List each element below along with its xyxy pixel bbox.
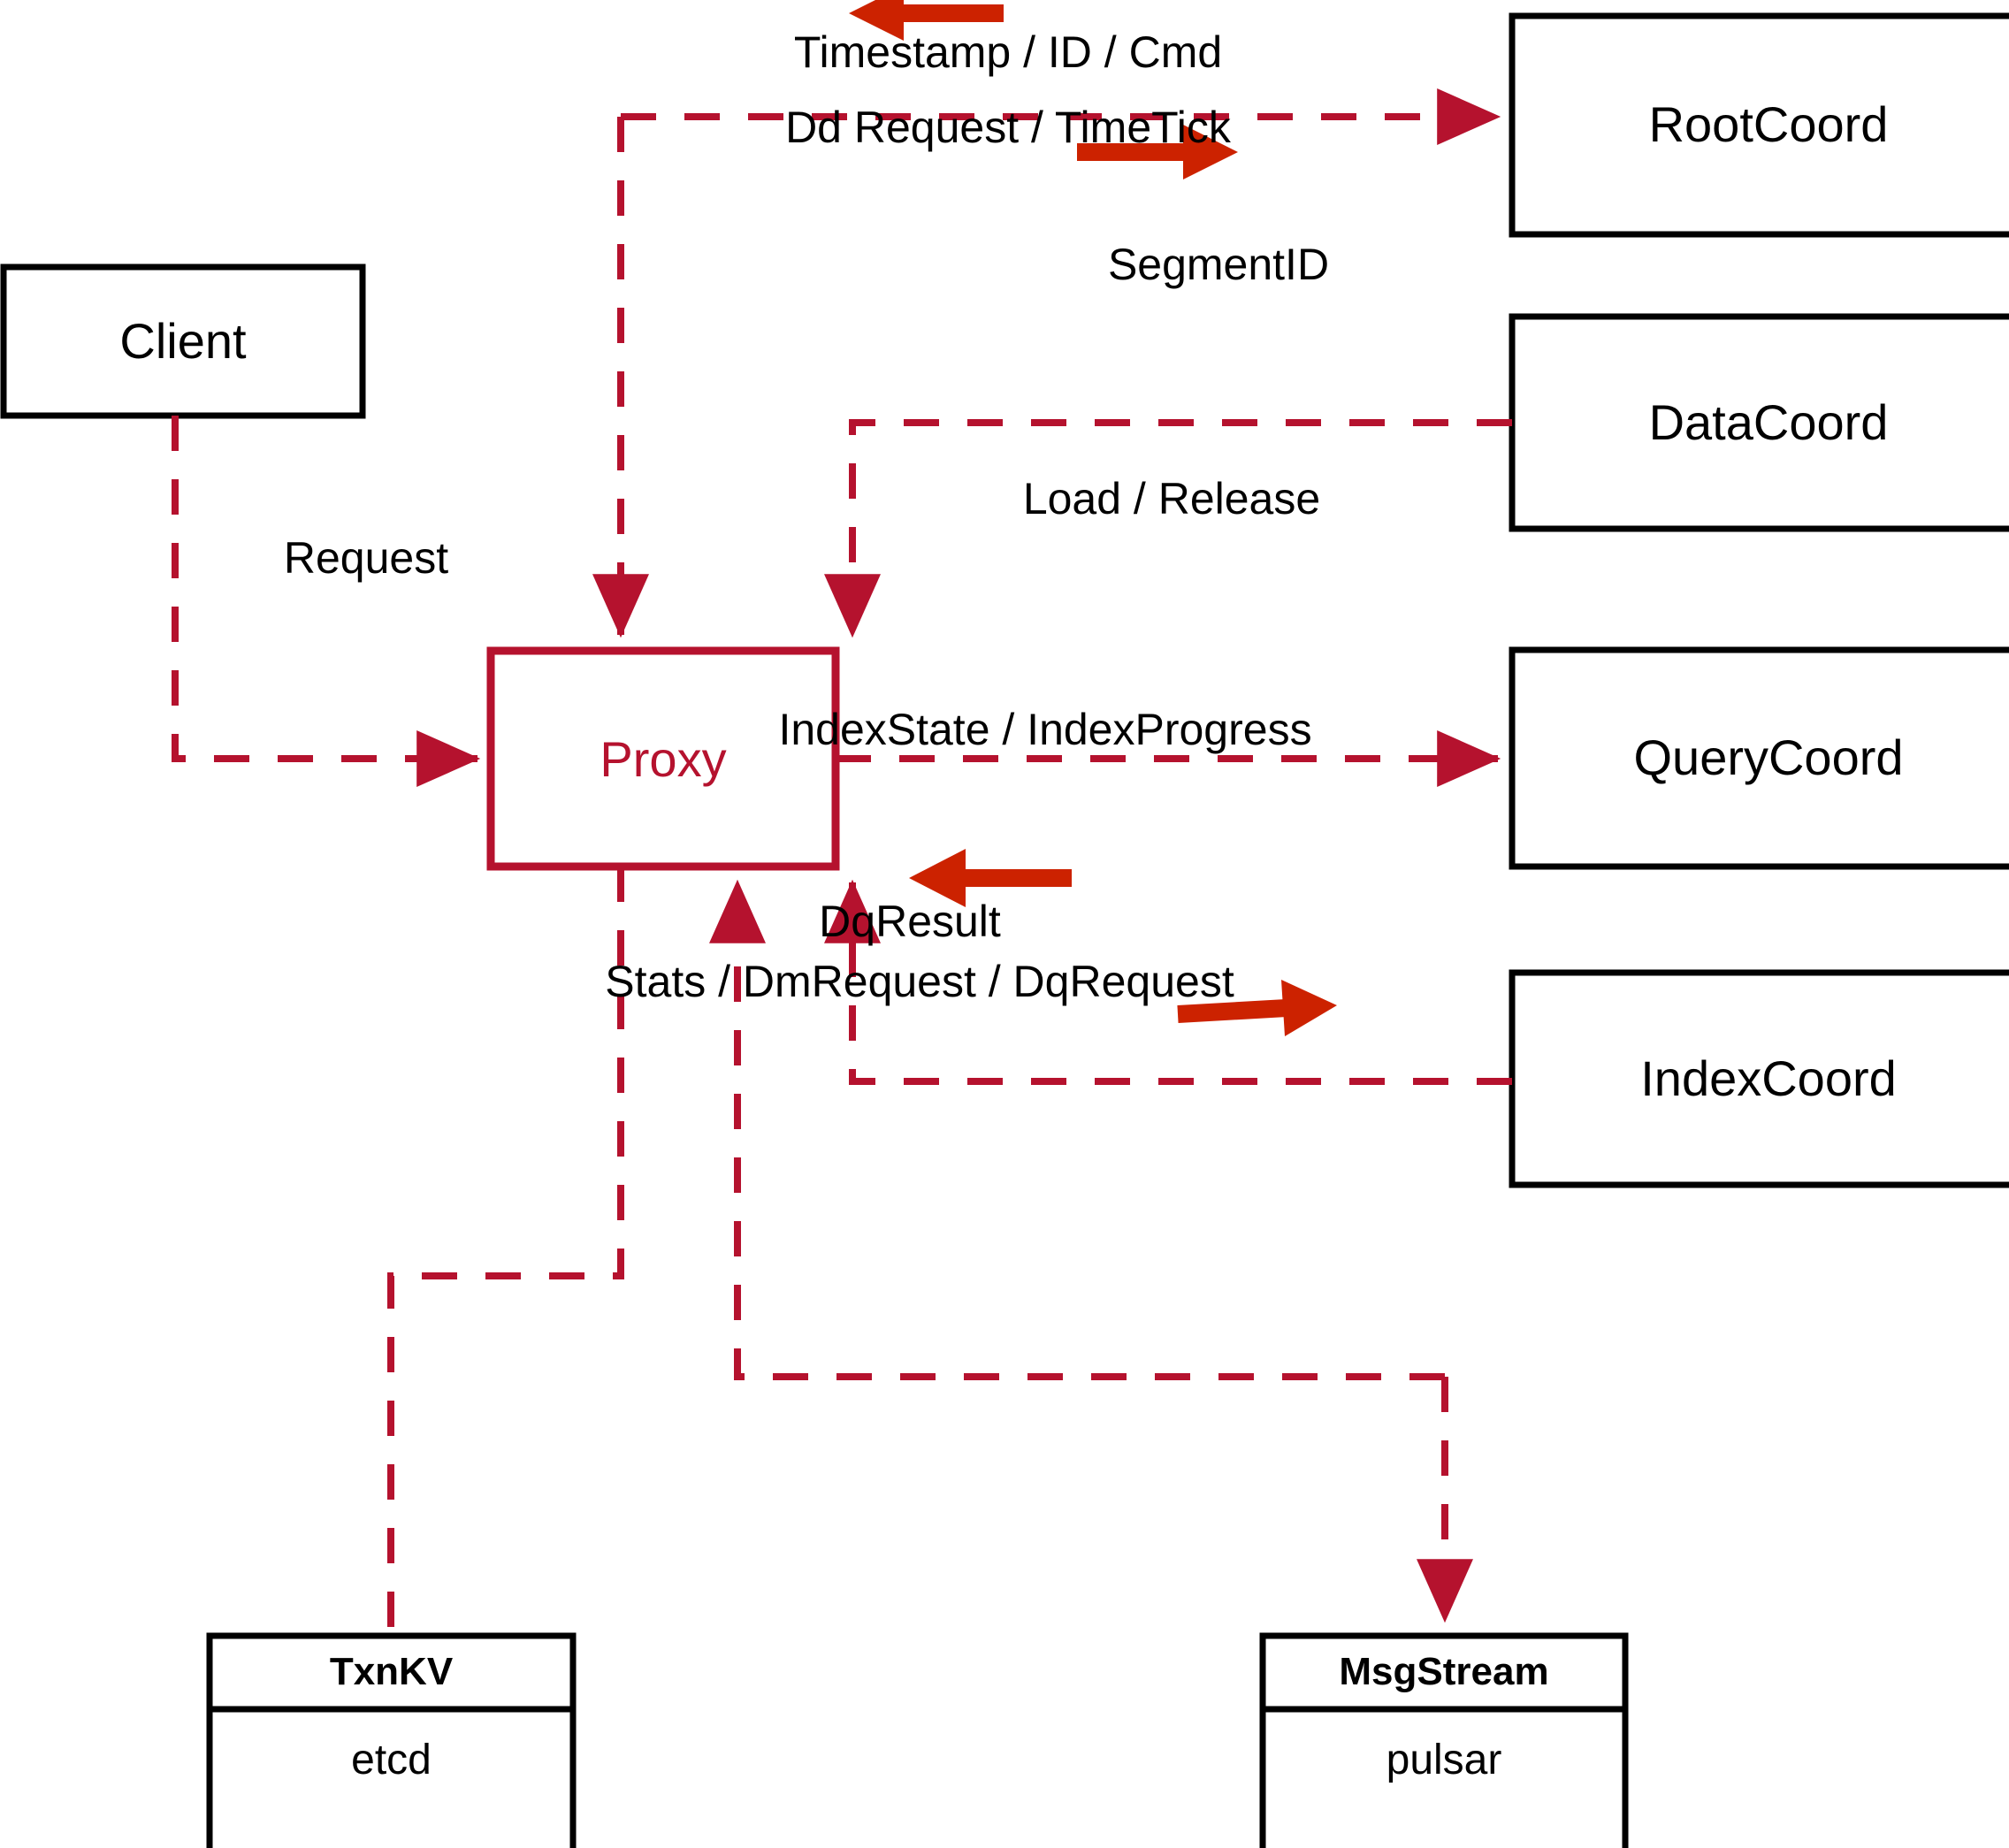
edge-label-load-release: Load / Release [1022,474,1321,523]
thick-arrow-timetick-right [1077,125,1238,179]
node-label-rootcoord: RootCoord [1648,96,1889,152]
edge-indexcoord-to-proxy [824,879,1512,1085]
thick-arrow-dqrequest-right [1177,980,1337,1036]
edge-label-request: Request [283,533,449,583]
edge-proxy-to-txnkv [387,867,624,1636]
node-label-client: Client [119,313,247,369]
node-box-client[interactable] [0,263,366,419]
node-label-proxy: Proxy [600,731,727,787]
node-label-indexcoord: IndexCoord [1640,1050,1897,1106]
edge-label-indexstate: IndexState / IndexProgress [778,705,1312,754]
node-title-msgstream: MsgStream [1339,1650,1549,1693]
node-box-rootcoord[interactable] [1509,12,2009,238]
node-label-datacoord: DataCoord [1648,394,1889,450]
node-title-txnkv: TxnKV [329,1650,454,1693]
edge-label-stats-dm-dq: Stats / DmRequest / DqRequest [605,957,1234,1006]
edge-label-dqresult: DqResult [819,897,1001,946]
node-label-querycoord: QueryCoord [1633,729,1904,785]
node-box-datacoord[interactable] [1509,313,2009,532]
thick-arrow-timestamp-left [849,0,1004,41]
edge-label-segmentid: SegmentID [1107,240,1330,289]
node-box-msgstream[interactable] [1259,1632,1629,1848]
node-body-txnkv: etcd [351,1737,432,1783]
edge-msgstream-to-proxy [709,879,1445,1380]
node-box-indexcoord[interactable] [1509,969,2009,1188]
edge-client-to-proxy [172,416,481,787]
node-body-msgstream: pulsar [1386,1737,1502,1783]
node-box-querycoord[interactable] [1509,646,2009,870]
edge-label-timestamp-id-cmd: Timestamp / ID / Cmd [793,27,1223,77]
edge-label-dd-request-timetick: Dd Request / TimeTick [785,103,1231,152]
edge-datacoord-to-proxy [824,419,1512,638]
node-box-txnkv[interactable] [206,1632,577,1848]
thick-arrow-dqresult-left [909,849,1072,907]
node-box-proxy[interactable] [486,646,840,871]
